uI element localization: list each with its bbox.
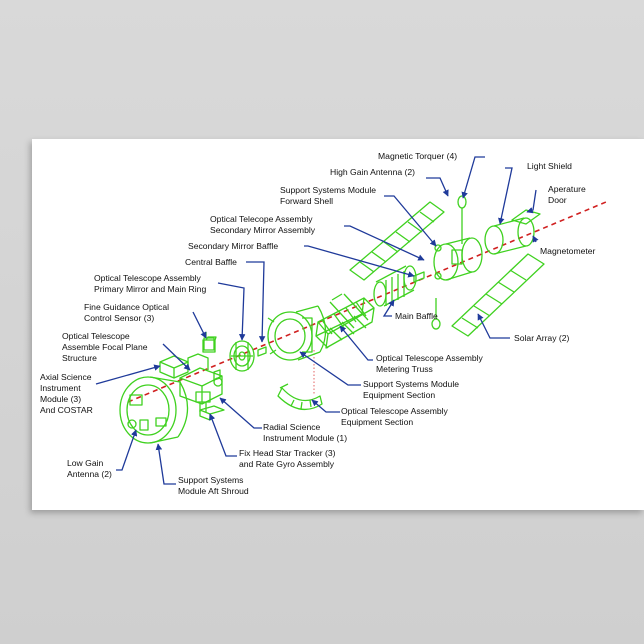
label-aperture-door-1: Aperature — [548, 184, 586, 194]
label-central-baffle: Central Baffle — [185, 257, 237, 267]
label-high-gain-antenna: High Gain Antenna (2) — [330, 167, 415, 177]
label-axial-science-1: Axial Science — [40, 372, 92, 382]
ota-equipment-part — [277, 383, 323, 411]
upper-solar-array-part — [349, 201, 445, 281]
label-axial-science-4: And COSTAR — [40, 405, 93, 415]
label-magnetometer: Magnetometer — [540, 246, 596, 256]
label-radial-science-2: Instrument Module (1) — [263, 433, 347, 443]
primary-mirror-part — [229, 340, 255, 372]
ssm-equipment-part — [267, 305, 327, 361]
lower-solar-array-part — [451, 253, 545, 337]
label-ota-primary-mirror-2: Primary Mirror and Main Ring — [94, 284, 206, 294]
label-star-tracker-2: and Rate Gyro Assembly — [239, 459, 335, 469]
label-ssm-equipment-1: Support Systems Module — [363, 379, 459, 389]
label-aperture-door-2: Door — [548, 195, 567, 205]
magnetic-torquer-part — [431, 195, 467, 330]
label-radial-science-1: Radial Science — [263, 422, 321, 432]
label-ota-focal-plane-1: Optical Telescope — [62, 331, 130, 341]
fine-guidance-part — [202, 336, 217, 353]
label-axial-science-3: Module (3) — [40, 394, 81, 404]
axial-science-part — [159, 355, 189, 379]
label-ota-focal-plane-2: Assemble Focal Plane — [62, 342, 148, 352]
metering-truss-part — [315, 293, 375, 349]
label-ota-focal-plane-3: Structure — [62, 353, 97, 363]
aperture-door-part — [511, 209, 541, 225]
forward-shell-part — [433, 237, 483, 281]
label-star-tracker-1: Fix Head Star Tracker (3) — [239, 448, 336, 458]
label-ssm-equipment-2: Equipment Section — [363, 390, 435, 400]
aft-shroud-part — [119, 376, 189, 444]
label-metering-truss-1: Optical Telescope Assembly — [376, 353, 484, 363]
label-ota-equipment-2: Equipment Section — [341, 417, 413, 427]
label-ota-secondary-mirror-1: Optical Telecope Assembly — [210, 214, 313, 224]
label-fgs-1: Fine Guidance Optical — [84, 302, 169, 312]
label-light-shield: Light Shield — [527, 161, 572, 171]
label-main-baffle: Main Baffle — [395, 311, 438, 321]
poster — [32, 139, 644, 510]
label-solar-array: Solar Array (2) — [514, 333, 570, 343]
label-fgs-2: Control Sensor (3) — [84, 313, 154, 323]
label-low-gain-antenna-1: Low Gain — [67, 458, 104, 468]
label-low-gain-antenna-2: Antenna (2) — [67, 469, 112, 479]
leader-lines — [95, 156, 539, 485]
label-ota-primary-mirror-1: Optical Telescope Assembly — [94, 273, 202, 283]
focal-plane-part — [179, 332, 225, 421]
label-secondary-mirror-baffle: Secondary Mirror Baffle — [188, 241, 278, 251]
label-ssm-forward-shell-1: Support Systems Module — [280, 185, 376, 195]
label-aft-shroud-2: Module Aft Shroud — [178, 486, 249, 496]
label-ota-equipment-1: Optical Telescope Assembly — [341, 406, 449, 416]
main-baffle-part — [373, 265, 417, 307]
light-shield-part — [484, 217, 535, 255]
label-ota-secondary-mirror-2: Secondary Mirror Assembly — [210, 225, 316, 235]
label-ssm-forward-shell-2: Forward Shell — [280, 196, 333, 206]
label-axial-science-2: Instrument — [40, 383, 81, 393]
label-magnetic-torquer: Magnetic Torquer (4) — [378, 151, 457, 161]
label-metering-truss-2: Metering Truss — [376, 364, 433, 374]
label-aft-shroud-1: Support Systems — [178, 475, 243, 485]
central-baffle-part — [257, 346, 267, 357]
secondary-mirror-baffle-part — [413, 271, 425, 283]
